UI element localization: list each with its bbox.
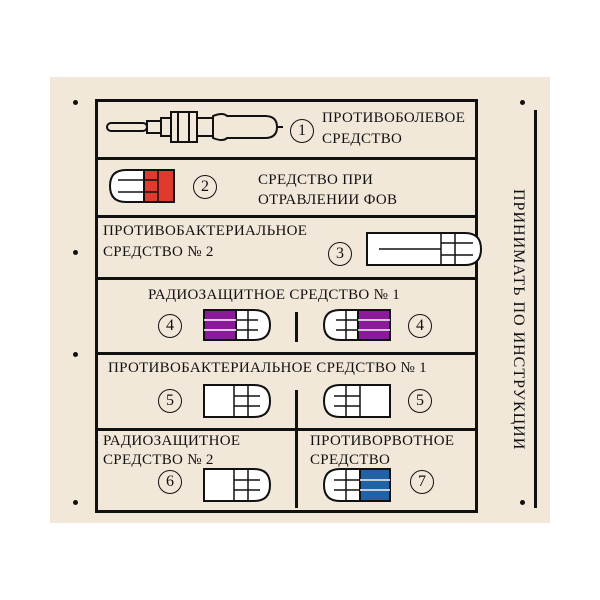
item-label-6b: СРЕДСТВО № 2 [103,452,214,468]
item-number-5-left: 5 [158,389,182,413]
item-label-1b: СРЕДСТВО [322,131,403,147]
item-label-5: ПРОТИВОБАКТЕРИАЛЬНОЕ СРЕДСТВО № 1 [108,360,427,376]
item-label-2a: СРЕДСТВО ПРИ [258,172,374,188]
item-label-7a: ПРОТИВОРВОТНОЕ [310,433,455,449]
item-number-4-right: 4 [408,314,432,338]
item-label-7b: СРЕДСТВО [310,452,391,468]
column-divider [295,312,298,342]
item-label-2b: ОТРАВЛЕНИИ ФОВ [258,192,398,208]
white-pencil-case-icon [203,468,272,502]
item-label-3a: ПРОТИВОБАКТЕРИАЛЬНОЕ [103,223,308,239]
item-number-5-right: 5 [408,389,432,413]
mount-hole [520,500,525,505]
item-number-1: 1 [290,119,314,143]
syringe-tube-icon [106,111,283,143]
item-number-4-left: 4 [158,314,182,338]
mount-hole [73,500,78,505]
white-pencil-case-icon [203,384,272,418]
item-number-3: 3 [328,242,352,266]
mount-hole [73,352,78,357]
mount-hole [73,250,78,255]
item-label-3b: СРЕДСТВО № 2 [103,244,214,260]
row-divider [95,352,475,355]
row-divider [95,428,475,431]
item-number-6: 6 [158,470,182,494]
red-pencil-case-icon [108,169,175,203]
long-pencil-case-icon [366,232,483,266]
item-label-6a: РАДИОЗАЩИТНОЕ [103,433,241,449]
row-divider [95,215,475,218]
item-number-2: 2 [193,175,217,199]
row-divider [95,277,475,280]
blue-pencil-case-icon [322,468,391,502]
purple-pencil-case-icon [322,309,391,341]
item-label-1a: ПРОТИВОБОЛЕВОЕ [322,110,466,126]
side-instruction-text: ПРИНИМАТЬ ПО ИНСТРУКЦИИ [510,189,527,451]
item-label-4: РАДИОЗАЩИТНОЕ СРЕДСТВО № 1 [148,287,401,303]
mount-hole [520,100,525,105]
kit-label-panel [50,77,550,523]
row-divider [95,157,475,160]
purple-pencil-case-icon [203,309,272,341]
column-divider [295,428,298,508]
side-rule [534,110,537,508]
white-pencil-case-icon [322,384,391,418]
mount-hole [73,100,78,105]
column-divider [295,390,298,430]
item-number-7: 7 [410,470,434,494]
instruction-table-frame [95,99,478,513]
